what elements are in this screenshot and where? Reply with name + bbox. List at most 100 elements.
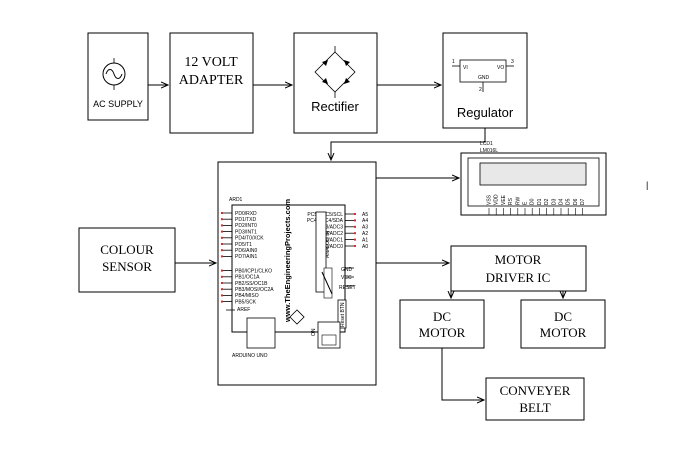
lcd-pin-label: D5 bbox=[566, 198, 572, 205]
arduino-left-pin-label: PB0/ICP1/CLKO bbox=[235, 268, 272, 274]
reset-button-label: Reset BTN bbox=[340, 302, 346, 327]
arduino-left-pin-dot bbox=[221, 269, 223, 272]
lcd-ref: LCD1 bbox=[480, 141, 493, 147]
arduino-left-pin-label: PD5/T1 bbox=[235, 242, 252, 248]
arduino-component-line bbox=[321, 271, 333, 295]
dc-motor-right-block: DC MOTOR bbox=[520, 299, 606, 349]
arduino-left-pin-dot bbox=[221, 249, 223, 252]
lcd-pin-label: E bbox=[523, 201, 529, 205]
arduino-left-pin-label: PD4/T0/XCK bbox=[235, 236, 264, 242]
arduino-left-pin-dot bbox=[221, 212, 223, 214]
adapter-label-line1: 12 VOLT bbox=[184, 55, 238, 70]
arduino-part-label: ARDUINO UNO bbox=[232, 353, 268, 359]
lcd-pin-label: D4 bbox=[559, 198, 565, 205]
colour-sensor-box bbox=[78, 227, 176, 293]
regulator-block: VI VO GND 1 2 3 Regulator bbox=[442, 32, 528, 129]
arduino-right-pin-dot bbox=[354, 219, 356, 222]
rectifier-block: Rectifier bbox=[293, 32, 378, 134]
arduino-ref: ARD1 bbox=[229, 197, 243, 203]
regulator-pin-gnd: GND bbox=[478, 75, 490, 81]
arduino-left-pin-dot bbox=[221, 300, 223, 303]
lcd-pin-label: D2 bbox=[544, 198, 550, 205]
colour-sensor-line1: COLOUR bbox=[100, 242, 154, 257]
arduino-left-pin-label: PB1/OC1A bbox=[235, 275, 260, 281]
stray-mark: | bbox=[646, 180, 648, 190]
adapter-label-line2: ADAPTER bbox=[179, 73, 244, 88]
arduino-block: ARD1 PD0/RXDPD1/TXDPD2/INT0PD3/INT1PD4/T… bbox=[217, 161, 377, 386]
arduino-left-pin-label: PD3/INT1 bbox=[235, 229, 257, 235]
ac-supply-block: AC SUPPLY bbox=[87, 32, 149, 121]
dc-motor-right-line2: MOTOR bbox=[540, 325, 587, 340]
arduino-left-pin-dot bbox=[221, 275, 223, 278]
arduino-left-pin-label: PB2/SS/OC1B bbox=[235, 281, 268, 287]
dc-motor-right-line1: DC bbox=[554, 309, 572, 324]
arduino-analog-label: A4 bbox=[362, 218, 368, 224]
arduino-right-pin-label: PC2/ADC2 bbox=[319, 231, 344, 237]
regulator-pin-2: 2 bbox=[479, 87, 482, 93]
arduino-left-pins: PD0/RXDPD1/TXDPD2/INT0PD3/INT1PD4/T0/XCK… bbox=[221, 211, 274, 305]
arduino-analog-label: A5 bbox=[362, 212, 368, 218]
arduino-left-pin-label: PD7/AIN1 bbox=[235, 254, 257, 260]
arduino-on-label: ON bbox=[311, 328, 317, 336]
lcd-pin-label: VSS bbox=[487, 194, 493, 205]
rectifier-label: Rectifier bbox=[311, 99, 359, 114]
arduino-analog-label: A0 bbox=[362, 244, 368, 250]
arduino-analog-label: A3 bbox=[362, 225, 368, 231]
arduino-left-pin-dot bbox=[221, 218, 223, 221]
arduino-left-pin-dot bbox=[221, 230, 223, 233]
lcd-pin-label: D3 bbox=[551, 198, 557, 205]
lcd-pin-label: VEE bbox=[501, 194, 507, 205]
dc-motor-left-block: DC MOTOR bbox=[399, 299, 485, 349]
arduino-left-pin-dot bbox=[221, 255, 223, 258]
reset-button bbox=[337, 299, 347, 329]
arrow-dc-motor-to-conveyer bbox=[441, 348, 484, 400]
arduino-watermark: www.TheEngineeringProjects.com bbox=[283, 199, 292, 323]
arduino-gnd-label: GND bbox=[341, 267, 353, 273]
arduino-logo-icon bbox=[289, 309, 305, 325]
arduino-left-pin-dot bbox=[221, 236, 223, 239]
regulator-pin-1: 1 bbox=[452, 59, 455, 65]
lcd-pin-label: D1 bbox=[537, 198, 543, 205]
regulator-chip-icon: VI VO GND 1 2 3 bbox=[452, 59, 514, 93]
conveyer-belt-line1: CONVEYER bbox=[500, 383, 571, 398]
arduino-left-pin-label: PB3/MOSI/OC2A bbox=[235, 287, 274, 293]
dc-motor-left-box bbox=[399, 299, 485, 349]
arrow-regulator-to-arduino bbox=[331, 128, 486, 160]
regulator-pin-vi: VI bbox=[463, 65, 468, 71]
lcd-screen bbox=[479, 162, 587, 186]
arduino-analog-label: A1 bbox=[362, 237, 368, 243]
lcd-pin-label: RS bbox=[508, 197, 514, 205]
connectors bbox=[148, 85, 563, 400]
arduino-right-pin-dot bbox=[354, 238, 356, 241]
colour-sensor-block: COLOUR SENSOR bbox=[78, 227, 176, 293]
adapter-block: 12 VOLT ADAPTER bbox=[169, 32, 254, 134]
conveyer-belt-line2: BELT bbox=[519, 400, 550, 415]
arduino-right-pin-dot bbox=[354, 232, 356, 235]
arduino-left-pin-dot bbox=[221, 243, 223, 245]
lcd-part: LM016L bbox=[480, 148, 498, 154]
lcd-pin-label: RW bbox=[515, 196, 521, 205]
dc-motor-left-line2: MOTOR bbox=[419, 325, 466, 340]
lcd-pin-label: VDD bbox=[494, 194, 500, 205]
arduino-vcc-label: VCC bbox=[341, 275, 352, 281]
arduino-analog-in-label: ANALOG IN bbox=[325, 230, 331, 258]
regulator-pin-vo: VO bbox=[497, 65, 504, 71]
arduino-left-pin-dot bbox=[221, 282, 223, 284]
colour-sensor-line2: SENSOR bbox=[102, 259, 152, 274]
arduino-right-pin-label: PC0/ADC0 bbox=[319, 244, 344, 250]
arduino-left-pin-label: PB4/MISO bbox=[235, 293, 259, 299]
ac-source-icon bbox=[102, 58, 126, 90]
dc-motor-left-line1: DC bbox=[433, 309, 451, 324]
conveyer-belt-block: CONVEYER BELT bbox=[485, 377, 585, 421]
ac-supply-label: AC SUPPLY bbox=[93, 99, 143, 109]
usb-connector bbox=[246, 317, 276, 349]
arduino-aref-label: AREF bbox=[237, 307, 250, 313]
arduino-analog-label: A2 bbox=[362, 231, 368, 237]
rectifier-box bbox=[293, 32, 378, 134]
arduino-mcu-chip bbox=[315, 211, 327, 293]
arduino-left-pin-dot bbox=[221, 224, 223, 227]
motor-driver-line2: DRIVER IC bbox=[486, 270, 551, 285]
arduino-left-pin-dot bbox=[221, 294, 223, 297]
